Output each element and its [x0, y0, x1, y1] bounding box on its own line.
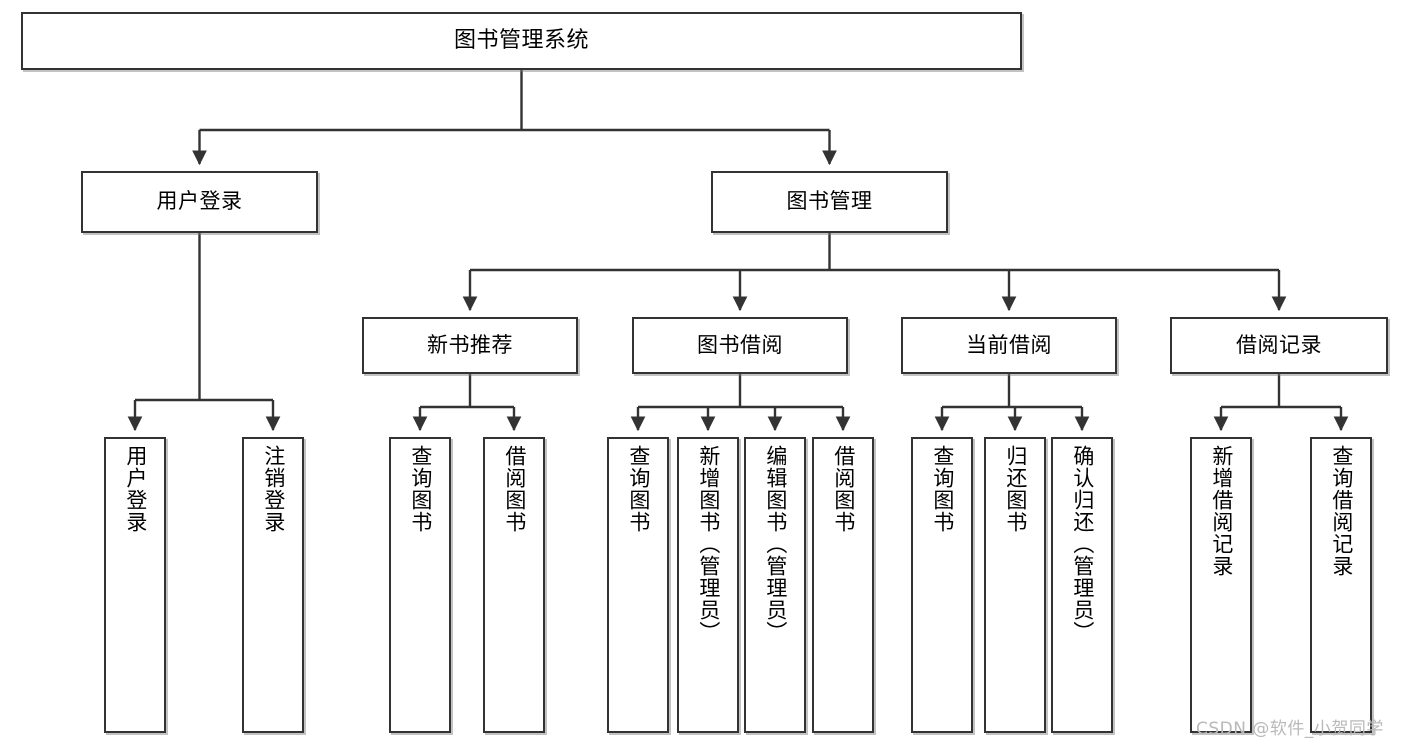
node-leaf-confirm-return[interactable]: 确认归还（管理员）	[1051, 437, 1113, 733]
node-borrow-records-label: 借阅记录	[1236, 332, 1322, 357]
node-leaf-add-book[interactable]: 新增图书（管理员）	[677, 437, 739, 733]
node-leaf-borrow-book-2-label: 借阅图书	[831, 445, 856, 533]
node-root-label: 图书管理系统	[453, 27, 589, 53]
node-current-borrow-label: 当前借阅	[966, 332, 1052, 357]
csdn-watermark: CSDN @软件_小贺同学	[1196, 719, 1384, 739]
node-leaf-user-logout[interactable]: 注销登录	[242, 437, 304, 733]
node-leaf-user-login-label: 用户登录	[123, 445, 148, 533]
node-new-book-recommend-label: 新书推荐	[427, 332, 513, 357]
node-leaf-add-record-label: 新增借阅记录	[1209, 445, 1234, 577]
node-leaf-return-book[interactable]: 归还图书	[984, 437, 1046, 733]
node-leaf-query-book-1[interactable]: 查询图书	[389, 437, 451, 733]
node-book-management[interactable]: 图书管理	[711, 171, 948, 233]
node-leaf-user-logout-label: 注销登录	[261, 445, 286, 533]
node-leaf-return-book-label: 归还图书	[1003, 445, 1028, 533]
node-leaf-query-book-2-label: 查询图书	[626, 445, 651, 533]
node-leaf-add-record[interactable]: 新增借阅记录	[1190, 437, 1252, 733]
node-user-login[interactable]: 用户登录	[81, 171, 318, 233]
node-leaf-add-book-label: 新增图书（管理员）	[696, 445, 721, 643]
node-leaf-query-book-2[interactable]: 查询图书	[607, 437, 669, 733]
node-leaf-user-login[interactable]: 用户登录	[104, 437, 166, 733]
node-leaf-confirm-return-label: 确认归还（管理员）	[1070, 445, 1095, 643]
node-leaf-query-record-label: 查询借阅记录	[1329, 445, 1354, 577]
node-user-login-label: 用户登录	[156, 189, 243, 214]
node-leaf-query-book-1-label: 查询图书	[408, 445, 433, 533]
node-leaf-borrow-book-2[interactable]: 借阅图书	[812, 437, 874, 733]
node-leaf-query-record[interactable]: 查询借阅记录	[1310, 437, 1372, 733]
node-new-book-recommend[interactable]: 新书推荐	[362, 317, 578, 374]
node-book-borrow-label: 图书借阅	[697, 332, 783, 357]
node-borrow-records[interactable]: 借阅记录	[1170, 317, 1388, 374]
node-root[interactable]: 图书管理系统	[21, 12, 1022, 70]
node-book-borrow[interactable]: 图书借阅	[632, 317, 848, 374]
node-leaf-query-book-3-label: 查询图书	[930, 445, 955, 533]
node-leaf-query-book-3[interactable]: 查询图书	[911, 437, 973, 733]
node-leaf-edit-book-label: 编辑图书（管理员）	[763, 445, 788, 643]
node-current-borrow[interactable]: 当前借阅	[901, 317, 1117, 374]
node-book-management-label: 图书管理	[786, 189, 873, 214]
node-leaf-borrow-book-1[interactable]: 借阅图书	[483, 437, 545, 733]
node-leaf-borrow-book-1-label: 借阅图书	[502, 445, 527, 533]
node-leaf-edit-book[interactable]: 编辑图书（管理员）	[744, 437, 806, 733]
